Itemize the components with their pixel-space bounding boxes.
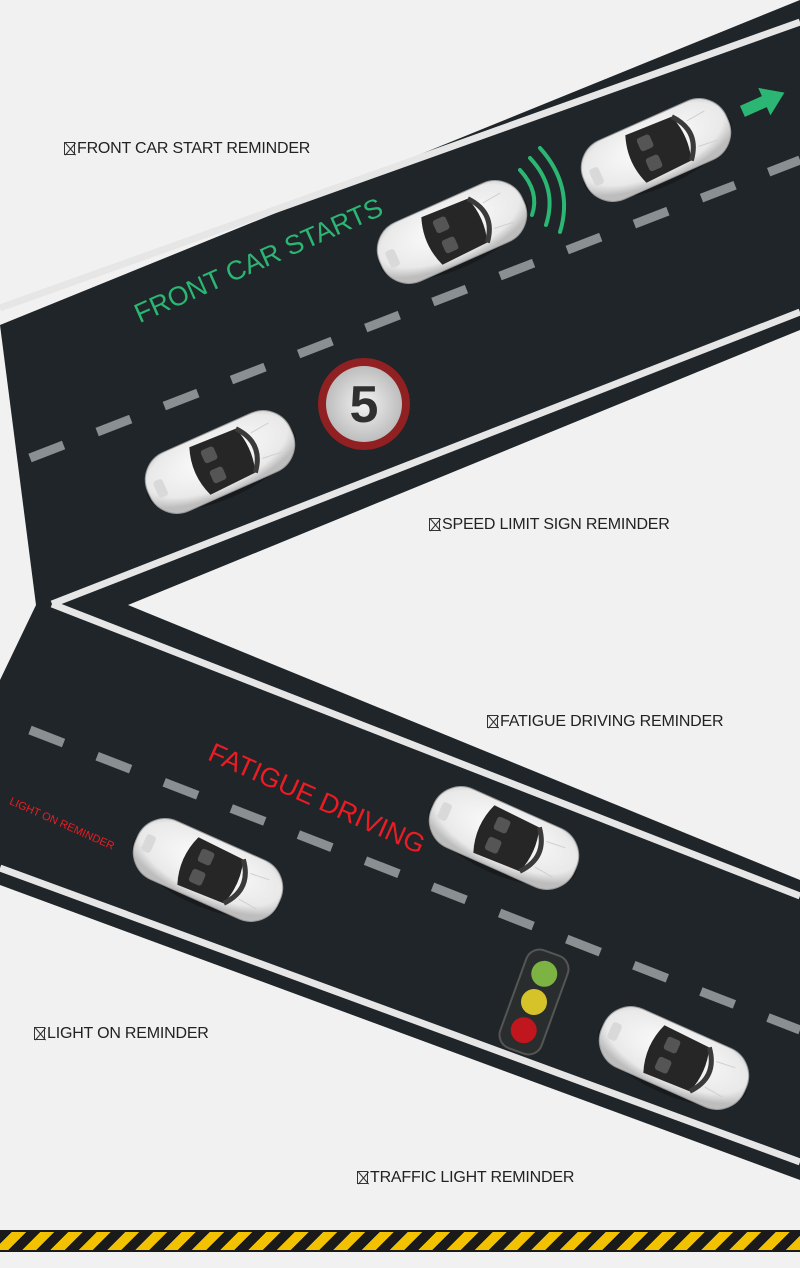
speed-limit-value: 5 [350,376,379,434]
speed-limit-sign: 5 [318,358,410,450]
traffic-light-label: TRAFFIC LIGHT REMINDER [357,1169,574,1187]
speed-limit-label: SPEED LIMIT SIGN REMINDER [429,516,670,534]
traffic-light [498,948,570,1056]
checkbox-icon [64,142,75,155]
checkbox-icon [429,518,440,531]
checkbox-icon [34,1027,45,1040]
hazard-stripe [0,1230,800,1252]
signal-waves-icon [518,146,567,234]
checkbox-icon [357,1171,368,1184]
light-on-label: LIGHT ON REMINDER [34,1025,209,1043]
fatigue-label: FATIGUE DRIVING REMINDER [487,713,724,731]
front-car-start-label: FRONT CAR START REMINDER [64,140,310,158]
checkbox-icon [487,715,498,728]
arrow-right-icon [739,87,785,117]
